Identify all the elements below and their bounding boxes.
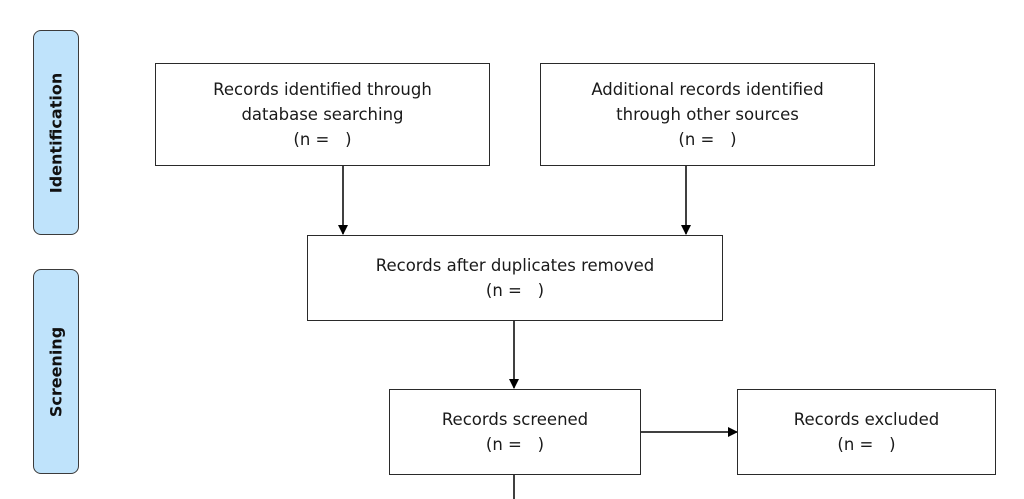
box-other-sources: Additional records identified through ot…	[540, 63, 875, 166]
box-records-excluded: Records excluded (n = )	[737, 389, 996, 475]
box-duplicates-removed: Records after duplicates removed (n = )	[307, 235, 723, 321]
screening-stage: Screening	[33, 269, 79, 474]
identification-stage: Identification	[33, 30, 79, 235]
box-other-sources-line2: through other sources	[616, 105, 799, 124]
box-duplicates-removed-count: (n = )	[485, 281, 545, 300]
box-database-search-line2: database searching	[241, 105, 404, 124]
box-other-sources-line1: Additional records identified	[591, 80, 824, 99]
box-records-screened-line1: Records screened	[441, 410, 589, 429]
box-records-screened-count: (n = )	[485, 435, 545, 454]
box-database-search-count: (n = )	[293, 130, 352, 149]
box-database-search: Records identified through database sear…	[155, 63, 490, 166]
box-other-sources-count: (n = )	[678, 130, 737, 149]
box-duplicates-removed-line1: Records after duplicates removed	[375, 256, 655, 275]
box-records-excluded-count: (n = )	[837, 435, 896, 454]
box-database-search-line1: Records identified through	[213, 80, 432, 99]
box-records-excluded-line1: Records excluded	[793, 410, 940, 429]
box-records-screened: Records screened (n = )	[389, 389, 641, 475]
